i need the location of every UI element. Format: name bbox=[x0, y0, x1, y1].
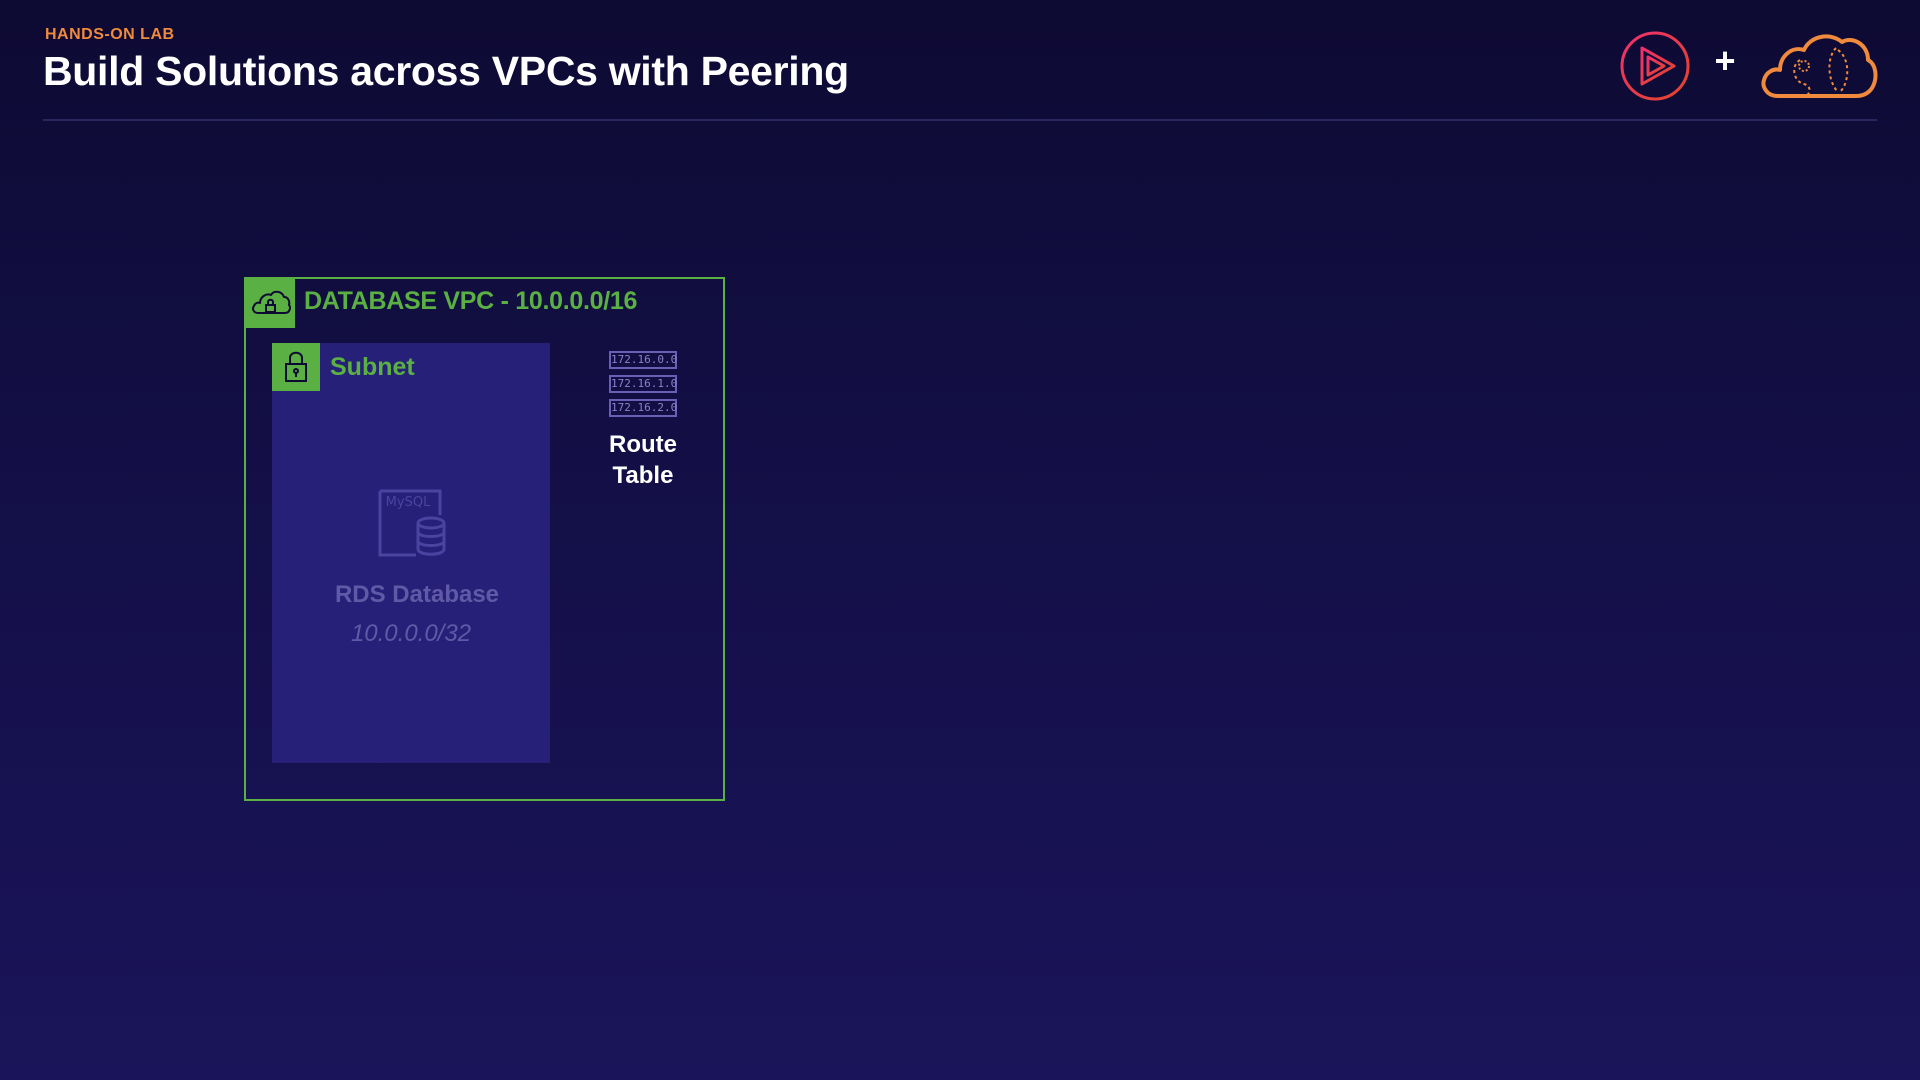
database-vpc: DATABASE VPC - 10.0.0.0/16 Subnet MySQL … bbox=[244, 277, 725, 801]
slide-title: Build Solutions across VPCs with Peering bbox=[43, 48, 849, 94]
play-logo-icon bbox=[1620, 31, 1690, 101]
mysql-icon-text: MySQL bbox=[386, 495, 431, 510]
route-table-row: 172.16.2.0 bbox=[609, 399, 677, 417]
route-table: 172.16.0.0 172.16.1.0 172.16.2.0 Route T… bbox=[598, 351, 688, 491]
cloud-logo-icon bbox=[1761, 34, 1878, 98]
database-name: RDS Database bbox=[334, 581, 500, 608]
database-cidr: 10.0.0.0/32 bbox=[350, 620, 472, 647]
eyebrow-label: HANDS-ON LAB bbox=[45, 26, 175, 43]
route-table-label: Route Table bbox=[598, 429, 688, 491]
brand-logos: + bbox=[1620, 30, 1880, 102]
padlock-icon bbox=[272, 343, 320, 391]
subnet-label: Subnet bbox=[330, 353, 415, 381]
route-table-row: 172.16.0.0 bbox=[609, 351, 677, 369]
vpc-label: DATABASE VPC - 10.0.0.0/16 bbox=[304, 287, 638, 315]
subnet: Subnet MySQL RDS Database 10.0.0.0/32 bbox=[272, 343, 550, 763]
route-table-row: 172.16.1.0 bbox=[609, 375, 677, 393]
route-table-label-line2: Table bbox=[612, 462, 674, 489]
header-divider bbox=[43, 119, 1877, 121]
mysql-database-icon: MySQL bbox=[378, 489, 446, 557]
route-table-label-line1: Route bbox=[609, 431, 677, 458]
plus-sign: + bbox=[1714, 40, 1736, 81]
vpc-cloud-lock-icon bbox=[246, 279, 295, 328]
